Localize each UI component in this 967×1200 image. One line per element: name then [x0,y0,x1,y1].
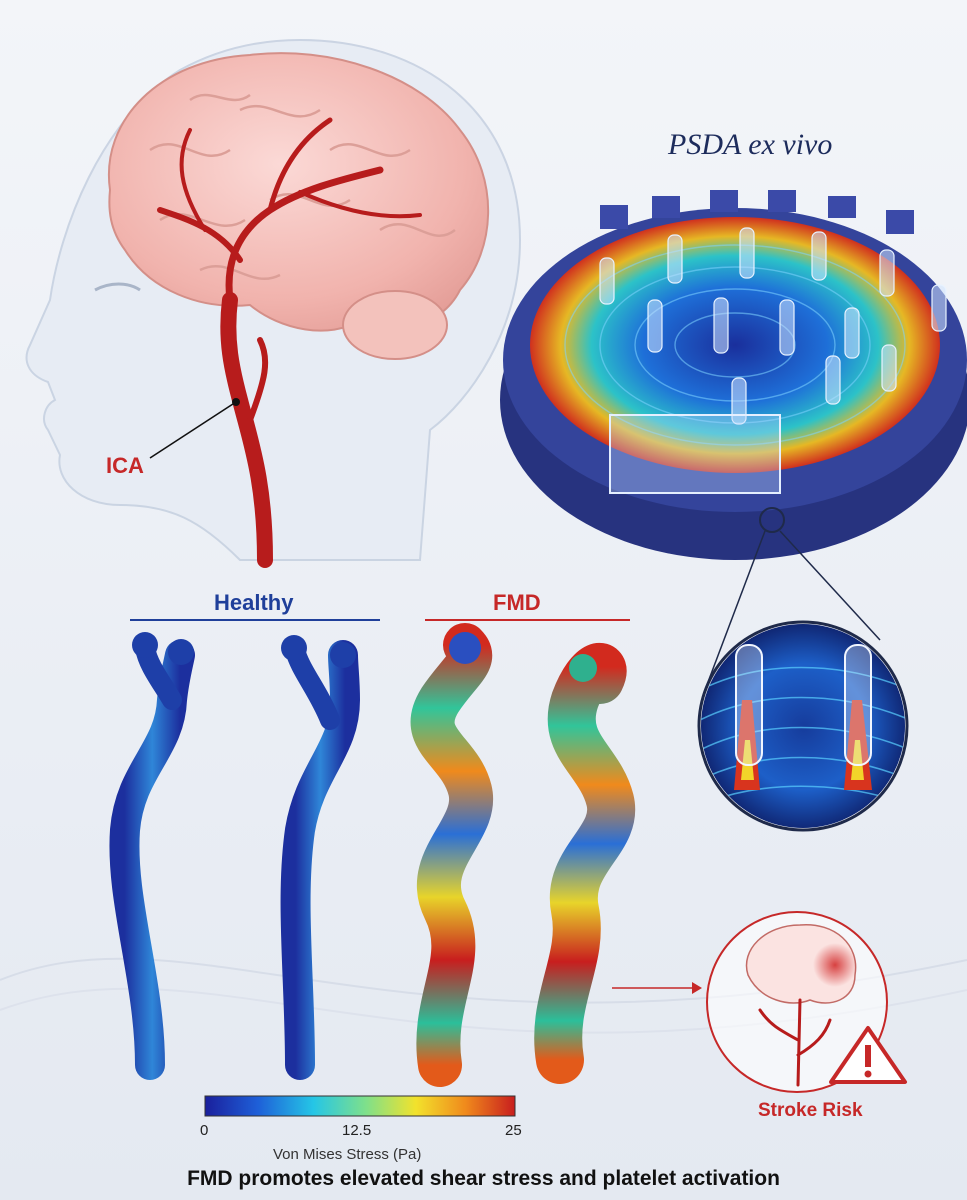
ica-callout [149,398,240,459]
colorbar-tick-min: 0 [200,1122,209,1139]
healthy-vessel-1 [109,632,195,1080]
chamber-pillars [599,227,947,425]
psda-title: PSDA ex vivo [668,128,833,161]
rim-teeth [600,190,914,234]
colorbar-tick-mid: 12.5 [342,1122,372,1139]
figure-caption: FMD promotes elevated shear stress and p… [187,1167,780,1190]
stroke-risk-label: Stroke Risk [758,1100,863,1121]
artery-tree-icon [758,998,832,1087]
lesion-spot [813,943,857,987]
outcome-arrow [612,982,702,994]
fmd-vessel-1 [410,623,494,1087]
healthy-label: Healthy [214,590,294,615]
psda-device [500,190,967,560]
pillar-zoom-inset [697,620,909,832]
cerebellum [342,290,448,360]
ica-label: ICA [106,453,144,478]
carotid-artery [157,117,422,568]
healthy-vessel-2 [280,635,361,1080]
fmd-label: FMD [493,590,541,615]
flow-streamlines [564,244,906,446]
eye [94,282,141,292]
stroke-risk-icon [706,911,907,1093]
fmd-vessel-2 [534,642,636,1084]
flow-chamber [530,217,940,473]
colorbar-label: Von Mises Stress (Pa) [273,1146,422,1163]
colorbar-tick-max: 25 [505,1122,522,1139]
stress-colorbar [204,1095,516,1117]
inlet-channel [609,414,781,494]
zoom-callout [704,507,881,691]
